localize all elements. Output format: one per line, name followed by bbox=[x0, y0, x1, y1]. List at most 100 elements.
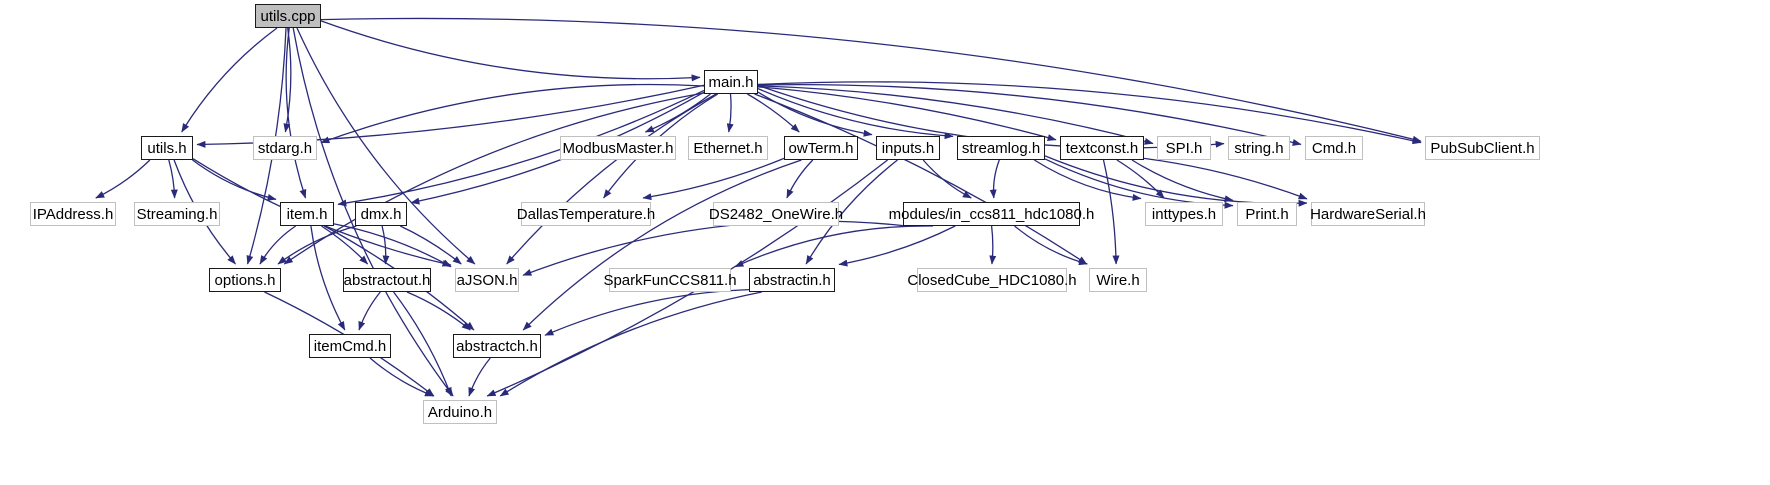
edge-utils-h-to-item-h bbox=[192, 159, 277, 201]
graph-node-ajson-h[interactable]: aJSON.h bbox=[455, 268, 519, 292]
edge-abstractin-h-to-abstractch-h bbox=[544, 288, 750, 336]
edge-item-h-to-options-h bbox=[259, 225, 297, 265]
graph-node-label: main.h bbox=[708, 73, 754, 91]
edge-textconst-h-to-hwserial-h bbox=[1143, 157, 1308, 200]
graph-node-label: DS2482_OneWire.h bbox=[708, 205, 844, 223]
edge-main-h-to-owterm-h bbox=[747, 93, 800, 133]
graph-node-dallas-h[interactable]: DallasTemperature.h bbox=[517, 202, 655, 226]
graph-node-label: inputs.h bbox=[881, 139, 935, 157]
edge-main-h-to-spi-h bbox=[757, 85, 1154, 145]
graph-node-print-h[interactable]: Print.h bbox=[1237, 202, 1297, 226]
graph-node-abstractout-h[interactable]: abstractout.h bbox=[343, 268, 431, 292]
edge-inputs-h-to-ccs811mod-h bbox=[922, 159, 972, 199]
graph-node-main-h[interactable]: main.h bbox=[704, 70, 758, 94]
edge-utils-cpp-to-ajson-h bbox=[296, 27, 476, 265]
graph-node-label: aJSON.h bbox=[456, 271, 518, 289]
edge-ccs811mod-h-to-sparkfun-h bbox=[734, 225, 934, 268]
edge-main-h-to-ajson-h bbox=[506, 93, 717, 265]
edge-main-h-to-stdarg-h bbox=[320, 83, 705, 144]
edge-main-h-to-wire-h bbox=[754, 93, 1088, 265]
graph-node-item-h[interactable]: item.h bbox=[280, 202, 334, 226]
graph-node-label: abstractout.h bbox=[343, 271, 431, 289]
graph-node-pubsub-h[interactable]: PubSubClient.h bbox=[1425, 136, 1540, 160]
graph-node-label: options.h bbox=[214, 271, 276, 289]
graph-node-label: owTerm.h bbox=[788, 139, 854, 157]
graph-node-label: HardwareSerial.h bbox=[1310, 205, 1426, 223]
graph-node-stdarg-h[interactable]: stdarg.h bbox=[253, 136, 317, 160]
graph-node-streaming-h[interactable]: Streaming.h bbox=[134, 202, 220, 226]
edge-item-h-to-abstractout-h bbox=[321, 225, 369, 265]
graph-node-label: dmx.h bbox=[360, 205, 402, 223]
graph-node-arduino-h[interactable]: Arduino.h bbox=[423, 400, 497, 424]
edge-main-h-to-ethernet-h bbox=[726, 93, 734, 133]
edge-utils-h-to-streaming-h bbox=[168, 159, 178, 199]
graph-node-label: utils.h bbox=[147, 139, 187, 157]
edge-abstractch-h-to-arduino-h bbox=[468, 357, 491, 397]
graph-node-label: abstractin.h bbox=[753, 271, 831, 289]
graph-node-inttypes-h[interactable]: inttypes.h bbox=[1145, 202, 1223, 226]
graph-node-ccs811mod-h[interactable]: modules/in_ccs811_hdc1080.h bbox=[889, 202, 1094, 226]
graph-node-label: utils.cpp bbox=[260, 7, 316, 25]
graph-node-closedcube-h[interactable]: ClosedCube_HDC1080.h bbox=[907, 268, 1077, 292]
graph-node-sparkfun-h[interactable]: SparkFunCCS811.h bbox=[603, 268, 737, 292]
graph-node-modbus-h[interactable]: ModbusMaster.h bbox=[560, 136, 676, 160]
graph-node-label: PubSubClient.h bbox=[1430, 139, 1535, 157]
edge-textconst-h-to-inttypes-h bbox=[1116, 159, 1165, 199]
graph-node-streamlog-h[interactable]: streamlog.h bbox=[957, 136, 1045, 160]
edge-dmx-h-to-options-h bbox=[277, 225, 357, 265]
edge-main-h-to-streamlog-h bbox=[757, 88, 954, 140]
graph-node-itemcmd-h[interactable]: itemCmd.h bbox=[309, 334, 391, 358]
graph-node-textconst-h[interactable]: textconst.h bbox=[1060, 136, 1144, 160]
edge-itemcmd-h-to-arduino-h bbox=[369, 357, 434, 397]
graph-node-label: Ethernet.h bbox=[693, 139, 763, 157]
graph-node-inputs-h[interactable]: inputs.h bbox=[876, 136, 940, 160]
graph-node-label: Arduino.h bbox=[427, 403, 493, 421]
edge-owterm-h-to-abstractch-h bbox=[522, 159, 802, 331]
edge-item-h-to-ajson-h bbox=[333, 223, 452, 268]
graph-node-options-h[interactable]: options.h bbox=[209, 268, 281, 292]
edge-streamlog-h-to-ccs811mod-h bbox=[989, 159, 1000, 199]
graph-node-abstractch-h[interactable]: abstractch.h bbox=[453, 334, 541, 358]
edge-main-h-to-cmd-h bbox=[757, 83, 1302, 146]
graph-node-label: Wire.h bbox=[1096, 271, 1140, 289]
graph-node-string-h[interactable]: string.h bbox=[1228, 136, 1290, 160]
graph-node-utils-cpp[interactable]: utils.cpp bbox=[255, 4, 321, 28]
edge-abstractout-h-to-itemcmd-h bbox=[358, 291, 381, 331]
graph-node-label: item.h bbox=[286, 205, 328, 223]
graph-node-ds2482-h[interactable]: DS2482_OneWire.h bbox=[709, 202, 843, 226]
graph-node-label: IPAddress.h bbox=[32, 205, 114, 223]
edge-textconst-h-to-wire-h bbox=[1102, 159, 1120, 265]
graph-node-label: modules/in_ccs811_hdc1080.h bbox=[888, 205, 1095, 223]
edge-main-h-to-item-h bbox=[337, 89, 705, 207]
graph-node-label: SparkFunCCS811.h bbox=[603, 271, 737, 289]
edge-ccs811mod-h-to-ajson-h bbox=[522, 220, 904, 276]
edge-streamlog-h-to-inttypes-h bbox=[1033, 159, 1142, 201]
graph-node-label: SPI.h bbox=[1165, 139, 1203, 157]
edge-utils-cpp-to-item-h bbox=[285, 27, 307, 199]
graph-node-abstractin-h[interactable]: abstractin.h bbox=[749, 268, 835, 292]
edge-utils-cpp-to-utils-h bbox=[181, 27, 278, 133]
graph-node-utils-h[interactable]: utils.h bbox=[141, 136, 193, 160]
graph-node-owterm-h[interactable]: owTerm.h bbox=[784, 136, 858, 160]
graph-node-wire-h[interactable]: Wire.h bbox=[1089, 268, 1147, 292]
edge-main-h-to-inputs-h bbox=[757, 91, 873, 137]
graph-node-label: string.h bbox=[1234, 139, 1284, 157]
graph-node-hwserial-h[interactable]: HardwareSerial.h bbox=[1310, 202, 1426, 226]
edge-ccs811mod-h-to-abstractin-h bbox=[838, 225, 956, 267]
graph-node-dmx-h[interactable]: dmx.h bbox=[355, 202, 407, 226]
edge-dmx-h-to-abstractout-h bbox=[381, 225, 390, 265]
graph-node-label: Print.h bbox=[1245, 205, 1289, 223]
graph-node-label: inttypes.h bbox=[1151, 205, 1217, 223]
graph-node-ipaddress-h[interactable]: IPAddress.h bbox=[30, 202, 116, 226]
edge-utils-cpp-to-stdarg-h bbox=[283, 27, 292, 133]
graph-node-label: ModbusMaster.h bbox=[562, 139, 674, 157]
graph-node-label: ClosedCube_HDC1080.h bbox=[907, 271, 1077, 289]
graph-node-label: stdarg.h bbox=[257, 139, 313, 157]
edge-owterm-h-to-dallas-h bbox=[642, 157, 785, 201]
graph-node-ethernet-h[interactable]: Ethernet.h bbox=[688, 136, 768, 160]
graph-node-cmd-h[interactable]: Cmd.h bbox=[1305, 136, 1363, 160]
edge-dmx-h-to-ajson-h bbox=[400, 225, 462, 265]
graph-node-spi-h[interactable]: SPI.h bbox=[1157, 136, 1211, 160]
